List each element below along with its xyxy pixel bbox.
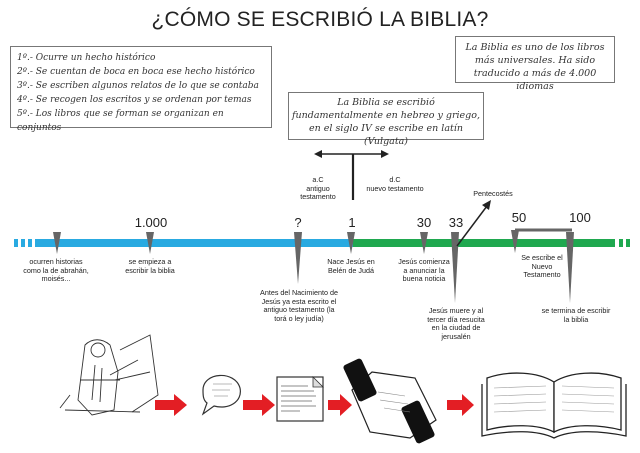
open-book-icon (481, 372, 627, 439)
event-nace: Nace Jesús en Belén de Judá (327, 257, 375, 275)
event-termina: se termina de escribir la biblia (541, 306, 611, 324)
marker-100 (566, 232, 574, 303)
year-1000: 1.000 (134, 215, 168, 230)
year-100: 100 (569, 210, 591, 225)
pentecost-arrow (456, 200, 491, 247)
written-page-icon (276, 376, 324, 422)
step-1: 1º.- Ocurre un hecho histórico (17, 53, 156, 63)
era-dc-label: d.C nuevo testamento (366, 175, 424, 193)
page-title: ¿CÓMO SE ESCRIBIÓ LA BIBLIA? (151, 8, 489, 31)
step-4: 4º.- Se recogen los escritos y se ordena… (17, 95, 252, 105)
red-arrow-3 (328, 394, 352, 416)
event-empieza: se empieza a escribir la biblia (125, 257, 175, 275)
timeline-start-dashes (14, 239, 32, 247)
event-comienza: Jesús comienza a anunciar la buena notic… (398, 257, 450, 284)
year-30: 30 (416, 215, 432, 230)
process-arrows (155, 394, 474, 416)
old-testament-bar (35, 239, 353, 247)
era-ac-label: a.C antiguo testamento (300, 175, 336, 202)
year-unknown: ? (294, 215, 302, 230)
event-antes: Antes del Nacimiento de Jesús ya esta es… (260, 288, 338, 323)
marker-1000 (146, 232, 154, 254)
timeline-markers (53, 232, 574, 303)
year-50: 50 (511, 210, 527, 225)
year-33: 33 (448, 215, 464, 230)
nt-writing-bracket (511, 228, 572, 253)
step-5: 5º.- Los libros que se forman se organiz… (17, 109, 224, 133)
marker-33 (451, 232, 459, 303)
marker-30 (420, 232, 428, 254)
story-scene-icon (59, 334, 159, 416)
event-escribe-nt: Se escribe el Nuevo Testamento (521, 253, 563, 280)
marker-antes (294, 232, 302, 284)
steps-box: 1º.- Ocurre un hecho histórico 2º.- Se c… (10, 46, 272, 133)
era-divider-arrow (314, 150, 389, 200)
event-muere: Jesús muere y al tercer día resucita en … (427, 306, 485, 341)
red-arrow-1 (155, 394, 187, 416)
step-2: 2º.- Se cuentan de boca en boca ese hech… (17, 67, 255, 77)
timeline-end-dashes (619, 239, 630, 247)
languages-box: La Biblia se escribió fundamentalmente e… (288, 92, 484, 147)
marker-1 (347, 232, 355, 254)
red-arrow-4 (447, 394, 474, 416)
event-historias: ocurren historias como la de abrahán, mo… (23, 257, 89, 284)
translation-fact-box: La Biblia es uno de los libros más unive… (455, 36, 615, 92)
scroll-icon (343, 358, 437, 444)
new-testament-bar (353, 239, 615, 247)
speech-bubble-icon (201, 374, 241, 416)
red-arrow-2 (243, 394, 275, 416)
step-3: 3º.- Se escriben algunos relatos de lo q… (17, 81, 259, 91)
year-1: 1 (348, 215, 356, 230)
pentecost-label: Pentecostés (473, 189, 513, 198)
marker-historias (53, 232, 61, 254)
